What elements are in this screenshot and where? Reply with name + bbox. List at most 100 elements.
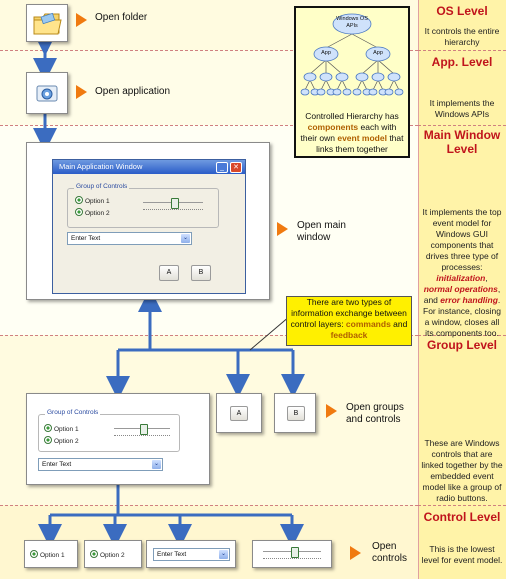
main-application-window[interactable]: Main Application Window _ ✕ Group of Con…	[52, 159, 246, 294]
hierarchy-caption-part5: that links them together	[316, 133, 404, 154]
group-of-controls: Group of Controls	[67, 183, 219, 228]
divider-3	[0, 335, 418, 336]
button-a[interactable]: A	[159, 265, 179, 281]
level-title-app: App. Level	[431, 55, 493, 69]
combo-value-2: Enter Text	[42, 461, 72, 468]
option-2-radio-2[interactable]: Option 2	[44, 436, 79, 446]
arrow-open-application	[76, 85, 87, 99]
option-1-label: Option 1	[85, 198, 110, 205]
combo-value-3: Enter Text	[157, 551, 187, 558]
main-desc-part3: ,	[485, 273, 488, 283]
label-open-controls: Open controls	[372, 541, 408, 564]
label-open-groups: Open groups and controls	[346, 402, 404, 425]
option-2-radio-3[interactable]: Option 2	[90, 550, 125, 560]
option-2-label-2: Option 2	[54, 438, 79, 445]
button-b[interactable]: B	[191, 265, 211, 281]
application-box[interactable]	[26, 72, 68, 114]
radio-icon	[75, 208, 83, 216]
enter-text-combo-2[interactable]: Enter Text ⌄	[38, 458, 163, 471]
hierarchy-caption-part3: each with their own	[300, 122, 397, 143]
option-1-radio-2[interactable]: Option 1	[44, 424, 79, 434]
button-b-2[interactable]: B	[287, 406, 305, 421]
right-divider-1	[418, 50, 506, 51]
level-desc-app: It implements the Windows APIs	[429, 98, 495, 119]
divider-4	[0, 505, 418, 506]
slider-3[interactable]	[263, 547, 321, 561]
label-open-application: Open application	[95, 86, 171, 97]
slider-2[interactable]	[114, 424, 170, 438]
hierarchy-caption-components: components	[307, 122, 359, 132]
hierarchy-caption: Controlled Hierarchy has components each…	[300, 111, 404, 155]
combo-control-box: Enter Text ⌄	[146, 540, 236, 568]
label-open-folder: Open folder	[95, 12, 148, 23]
slider[interactable]	[143, 198, 203, 212]
level-title-group: Group Level	[426, 338, 497, 352]
slider-ticks	[143, 209, 203, 212]
button-b-box: B	[274, 393, 316, 433]
button-a-2[interactable]: A	[230, 406, 248, 421]
group-caption: Group of Controls	[74, 183, 130, 190]
main-desc-part7: . For instance, closing a window, closes…	[423, 295, 501, 338]
folder-box[interactable]	[26, 4, 68, 42]
hierarchy-app-label-right: App	[373, 50, 383, 56]
connector-lines	[33, 32, 305, 548]
slider-ticks	[263, 558, 321, 561]
main-desc-part5: , and	[423, 284, 501, 305]
slider-control-box	[252, 540, 332, 568]
slider-ticks	[114, 435, 170, 438]
option-1-radio[interactable]: Option 1	[75, 196, 110, 206]
radio-icon	[90, 550, 98, 558]
main-desc-error-handling: error handling	[440, 295, 498, 305]
option-2-radio[interactable]: Option 2	[75, 208, 110, 218]
levels-column	[418, 0, 506, 579]
callout-feedback: feedback	[330, 330, 368, 340]
hierarchy-tree	[300, 13, 404, 96]
window-title: Main Application Window	[59, 162, 143, 171]
callout-commands: commands	[345, 319, 391, 329]
radio-icon	[44, 436, 52, 444]
information-exchange-callout: There are two types of information excha…	[286, 296, 412, 346]
main-desc-initialization: initialization	[436, 273, 486, 283]
chevron-down-icon[interactable]: ⌄	[152, 460, 161, 469]
level-desc-group: These are Windows controls that are link…	[421, 438, 503, 503]
arrow-open-groups	[326, 404, 337, 418]
option-2-control-box: Option 2	[84, 540, 142, 568]
slider-thumb[interactable]	[140, 424, 148, 435]
option-1-radio-3[interactable]: Option 1	[30, 550, 65, 560]
close-button[interactable]: ✕	[230, 162, 242, 173]
chevron-down-icon[interactable]: ⌄	[181, 234, 190, 243]
option-1-label-3: Option 1	[40, 552, 65, 559]
arrow-open-main-window	[277, 222, 288, 236]
level-desc-os: It controls the entire hierarchy	[424, 26, 500, 47]
option-1-label-2: Option 1	[54, 426, 79, 433]
slider-thumb[interactable]	[171, 198, 179, 209]
callout-and: and	[390, 319, 408, 329]
chevron-down-icon[interactable]: ⌄	[219, 550, 228, 559]
level-title-control: Control Level	[423, 510, 501, 524]
level-title-main-window: Main Window Level	[423, 128, 501, 156]
option-2-label-3: Option 2	[100, 552, 125, 559]
radio-icon	[75, 196, 83, 204]
minimize-button[interactable]: _	[216, 162, 228, 173]
group-caption-2: Group of Controls	[45, 409, 101, 416]
option-1-control-box: Option 1	[24, 540, 78, 568]
enter-text-combo[interactable]: Enter Text ⌄	[67, 232, 192, 245]
folder-icon	[33, 12, 62, 35]
level-title-os: OS Level	[436, 4, 488, 18]
divider-2	[0, 125, 418, 126]
group-panel: Group of Controls Option 1 Option 2 Ente…	[34, 400, 200, 476]
group-of-controls-2: Group of Controls	[38, 409, 180, 452]
window-titlebar[interactable]: Main Application Window _ ✕	[53, 160, 245, 174]
button-a-box: A	[216, 393, 262, 433]
right-divider-3	[418, 335, 506, 336]
enter-text-combo-3[interactable]: Enter Text ⌄	[153, 548, 230, 561]
right-divider-2	[418, 125, 506, 126]
callout-part1: There are two types of information excha…	[290, 297, 407, 329]
option-2-label: Option 2	[85, 210, 110, 217]
hierarchy-caption-part1: Controlled Hierarchy has	[305, 111, 399, 121]
hierarchy-root-label: Windows OS APIs	[336, 16, 368, 29]
radio-icon	[30, 550, 38, 558]
slider-thumb[interactable]	[291, 547, 299, 558]
arrow-open-controls	[350, 546, 361, 560]
label-open-main-window: Open main window	[297, 220, 346, 243]
